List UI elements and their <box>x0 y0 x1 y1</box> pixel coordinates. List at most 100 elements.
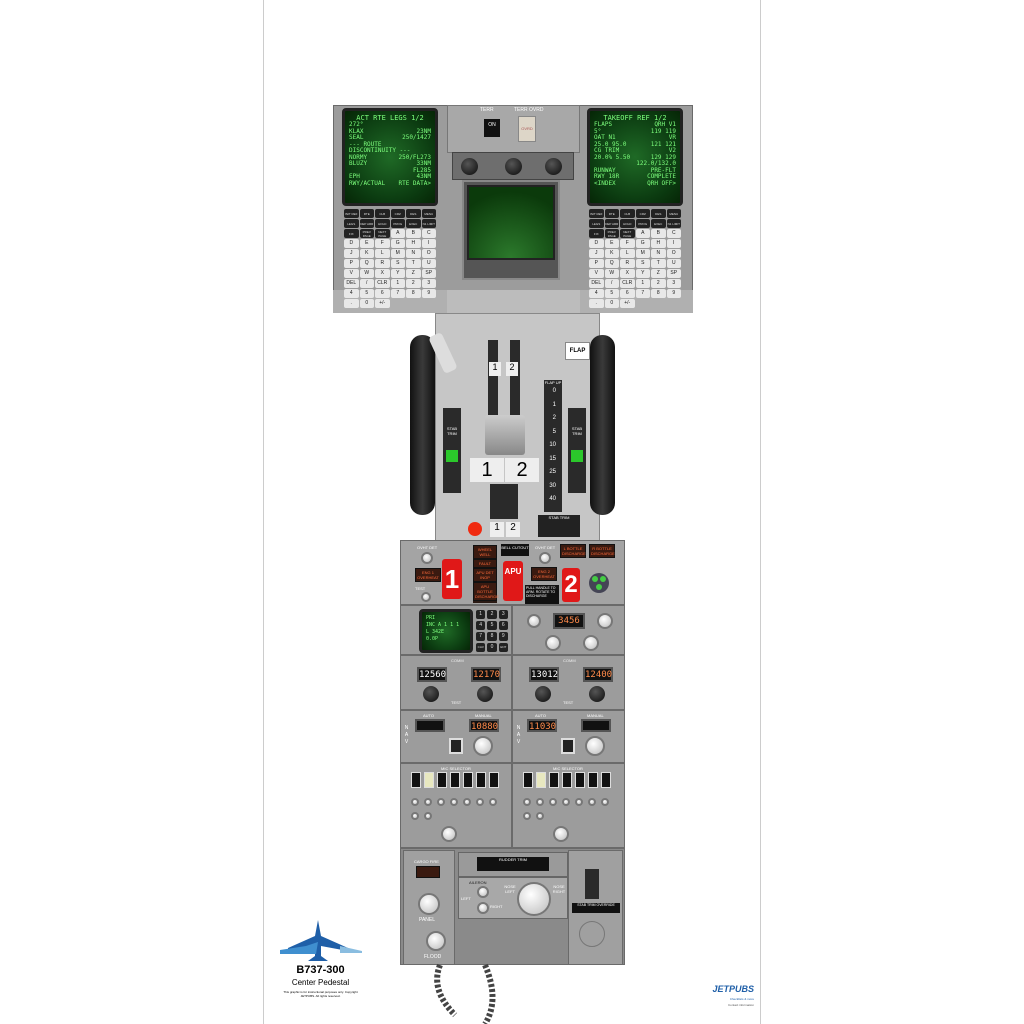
cdu-key[interactable]: N <box>406 249 421 258</box>
audio-volume-knob[interactable] <box>424 812 432 820</box>
cdu-key[interactable]: X <box>620 269 635 278</box>
cdu-key[interactable]: PROG <box>390 219 405 228</box>
mic-selector-switch[interactable] <box>437 772 447 788</box>
cdu-key[interactable]: SP <box>421 269 436 278</box>
cdu-key[interactable]: C <box>421 229 436 238</box>
cdu-key[interactable]: 2 <box>406 279 421 288</box>
cdu-key[interactable]: Y <box>635 269 650 278</box>
audio-volume-knob[interactable] <box>463 798 471 806</box>
audio-volume-knob[interactable] <box>601 798 609 806</box>
cdu-key[interactable]: CLR <box>375 279 390 288</box>
cdu-key[interactable]: D <box>589 239 604 248</box>
cdu-key[interactable]: . <box>344 299 359 308</box>
cdu-key[interactable]: Q <box>359 259 374 268</box>
acp-key[interactable]: 0 <box>487 643 497 652</box>
cdu-key[interactable]: S <box>390 259 405 268</box>
cdu-key[interactable]: R <box>620 259 635 268</box>
audio-volume-knob[interactable] <box>424 798 432 806</box>
cdu-key[interactable]: 5 <box>359 289 374 298</box>
aileron-trim-switch-2[interactable] <box>477 902 489 914</box>
cdu-key[interactable]: M <box>635 249 650 258</box>
cdu-key[interactable]: I <box>666 239 681 248</box>
nav1-tuning-knob[interactable] <box>473 736 493 756</box>
mic-selector-switch[interactable] <box>476 772 486 788</box>
cdu-key[interactable]: 6 <box>620 289 635 298</box>
transponder-mode-knob[interactable] <box>527 614 541 628</box>
audio-volume-knob[interactable] <box>536 812 544 820</box>
cdu-key[interactable]: T <box>406 259 421 268</box>
cdu-key[interactable]: N1 LIMIT <box>666 219 681 228</box>
ovht-det-1-switch[interactable] <box>421 552 433 564</box>
audio-right-selector[interactable] <box>553 826 569 842</box>
apu-fire-handle[interactable]: APU <box>503 561 523 601</box>
cdu-key[interactable]: H <box>406 239 421 248</box>
cdu-key[interactable]: FIX <box>344 229 359 238</box>
cdu-key[interactable]: A <box>390 229 405 238</box>
comm2-tuning-knob-left[interactable] <box>535 686 551 702</box>
cdu-key[interactable]: G <box>390 239 405 248</box>
acp-key[interactable]: ENT <box>498 643 508 652</box>
comm1-tuning-knob-right[interactable] <box>477 686 493 702</box>
cdu-key[interactable]: B <box>406 229 421 238</box>
cdu-key[interactable]: MENU <box>666 209 681 218</box>
cdu-key[interactable]: RTE <box>604 209 619 218</box>
cdu-key[interactable]: 9 <box>421 289 436 298</box>
cdu-key[interactable]: 3 <box>421 279 436 288</box>
cdu-key[interactable]: EXEC <box>651 219 666 228</box>
mic-selector-switch[interactable] <box>463 772 473 788</box>
cdu-key[interactable]: L <box>620 249 635 258</box>
mic-selector-switch[interactable] <box>562 772 572 788</box>
flap-lever-label[interactable]: FLAP <box>565 342 590 360</box>
rudder-trim-knob[interactable] <box>517 882 551 916</box>
acp-key[interactable]: 3 <box>498 610 508 619</box>
audio-left-selector[interactable] <box>441 826 457 842</box>
cdu-key[interactable]: CRZ <box>635 209 650 218</box>
cdu-key[interactable]: SP <box>666 269 681 278</box>
cdu-key[interactable]: 0 <box>604 299 619 308</box>
cdu-key[interactable]: E <box>359 239 374 248</box>
engine-1-fire-handle[interactable]: 1 <box>442 559 462 599</box>
cdu-key[interactable]: G <box>635 239 650 248</box>
cdu-key[interactable]: K <box>604 249 619 258</box>
thrust-lever-1-shaft[interactable] <box>488 340 498 420</box>
audio-volume-knob[interactable] <box>536 798 544 806</box>
audio-volume-knob[interactable] <box>549 798 557 806</box>
cdu-key[interactable]: 1 <box>390 279 405 288</box>
cdu-key[interactable]: 9 <box>666 289 681 298</box>
mic-selector-switch[interactable] <box>575 772 585 788</box>
cdu-key[interactable]: J <box>344 249 359 258</box>
terr-on-switch[interactable]: ON <box>484 119 500 137</box>
cdu-key[interactable]: 0 <box>359 299 374 308</box>
cdu-key[interactable]: K <box>359 249 374 258</box>
bell-cutout-button[interactable]: BELL CUTOUT <box>501 544 529 556</box>
acp-key[interactable]: 4 <box>476 621 486 630</box>
cdu-key[interactable]: Q <box>604 259 619 268</box>
cdu-key[interactable]: U <box>666 259 681 268</box>
cdu-key[interactable]: DEL <box>589 279 604 288</box>
cdu-key[interactable]: LEGS <box>589 219 604 228</box>
cdu-key[interactable]: P <box>589 259 604 268</box>
stab-trim-wheel-right[interactable] <box>590 335 615 515</box>
cdu-key[interactable]: DEP ARR <box>359 219 374 228</box>
comm2-test[interactable]: TEST <box>563 700 574 705</box>
cdu-key[interactable]: FIX <box>589 229 604 238</box>
cdu-key[interactable]: CLB <box>375 209 390 218</box>
acp-key[interactable]: 7 <box>476 632 486 641</box>
comm1-test[interactable]: TEST <box>451 700 462 705</box>
cdu-key[interactable]: CRZ <box>390 209 405 218</box>
transponder-code-knob-right[interactable] <box>583 635 599 651</box>
cdu-key[interactable]: CLB <box>620 209 635 218</box>
cdu-key[interactable]: V <box>344 269 359 278</box>
cdu-key[interactable]: X <box>375 269 390 278</box>
cdu-key[interactable]: S <box>635 259 650 268</box>
cdu-key[interactable]: Z <box>651 269 666 278</box>
cdu-key[interactable]: 8 <box>651 289 666 298</box>
cdu-key[interactable]: Y <box>390 269 405 278</box>
cdu-key[interactable]: INIT REF <box>589 209 604 218</box>
aileron-trim-switch-1[interactable] <box>477 886 489 898</box>
stab-trim-wheel-left[interactable] <box>410 335 435 515</box>
mic-selector-switch[interactable] <box>424 772 434 788</box>
audio-volume-knob[interactable] <box>450 798 458 806</box>
nav2-tuning-knob[interactable] <box>585 736 605 756</box>
acp-key[interactable]: 5 <box>487 621 497 630</box>
